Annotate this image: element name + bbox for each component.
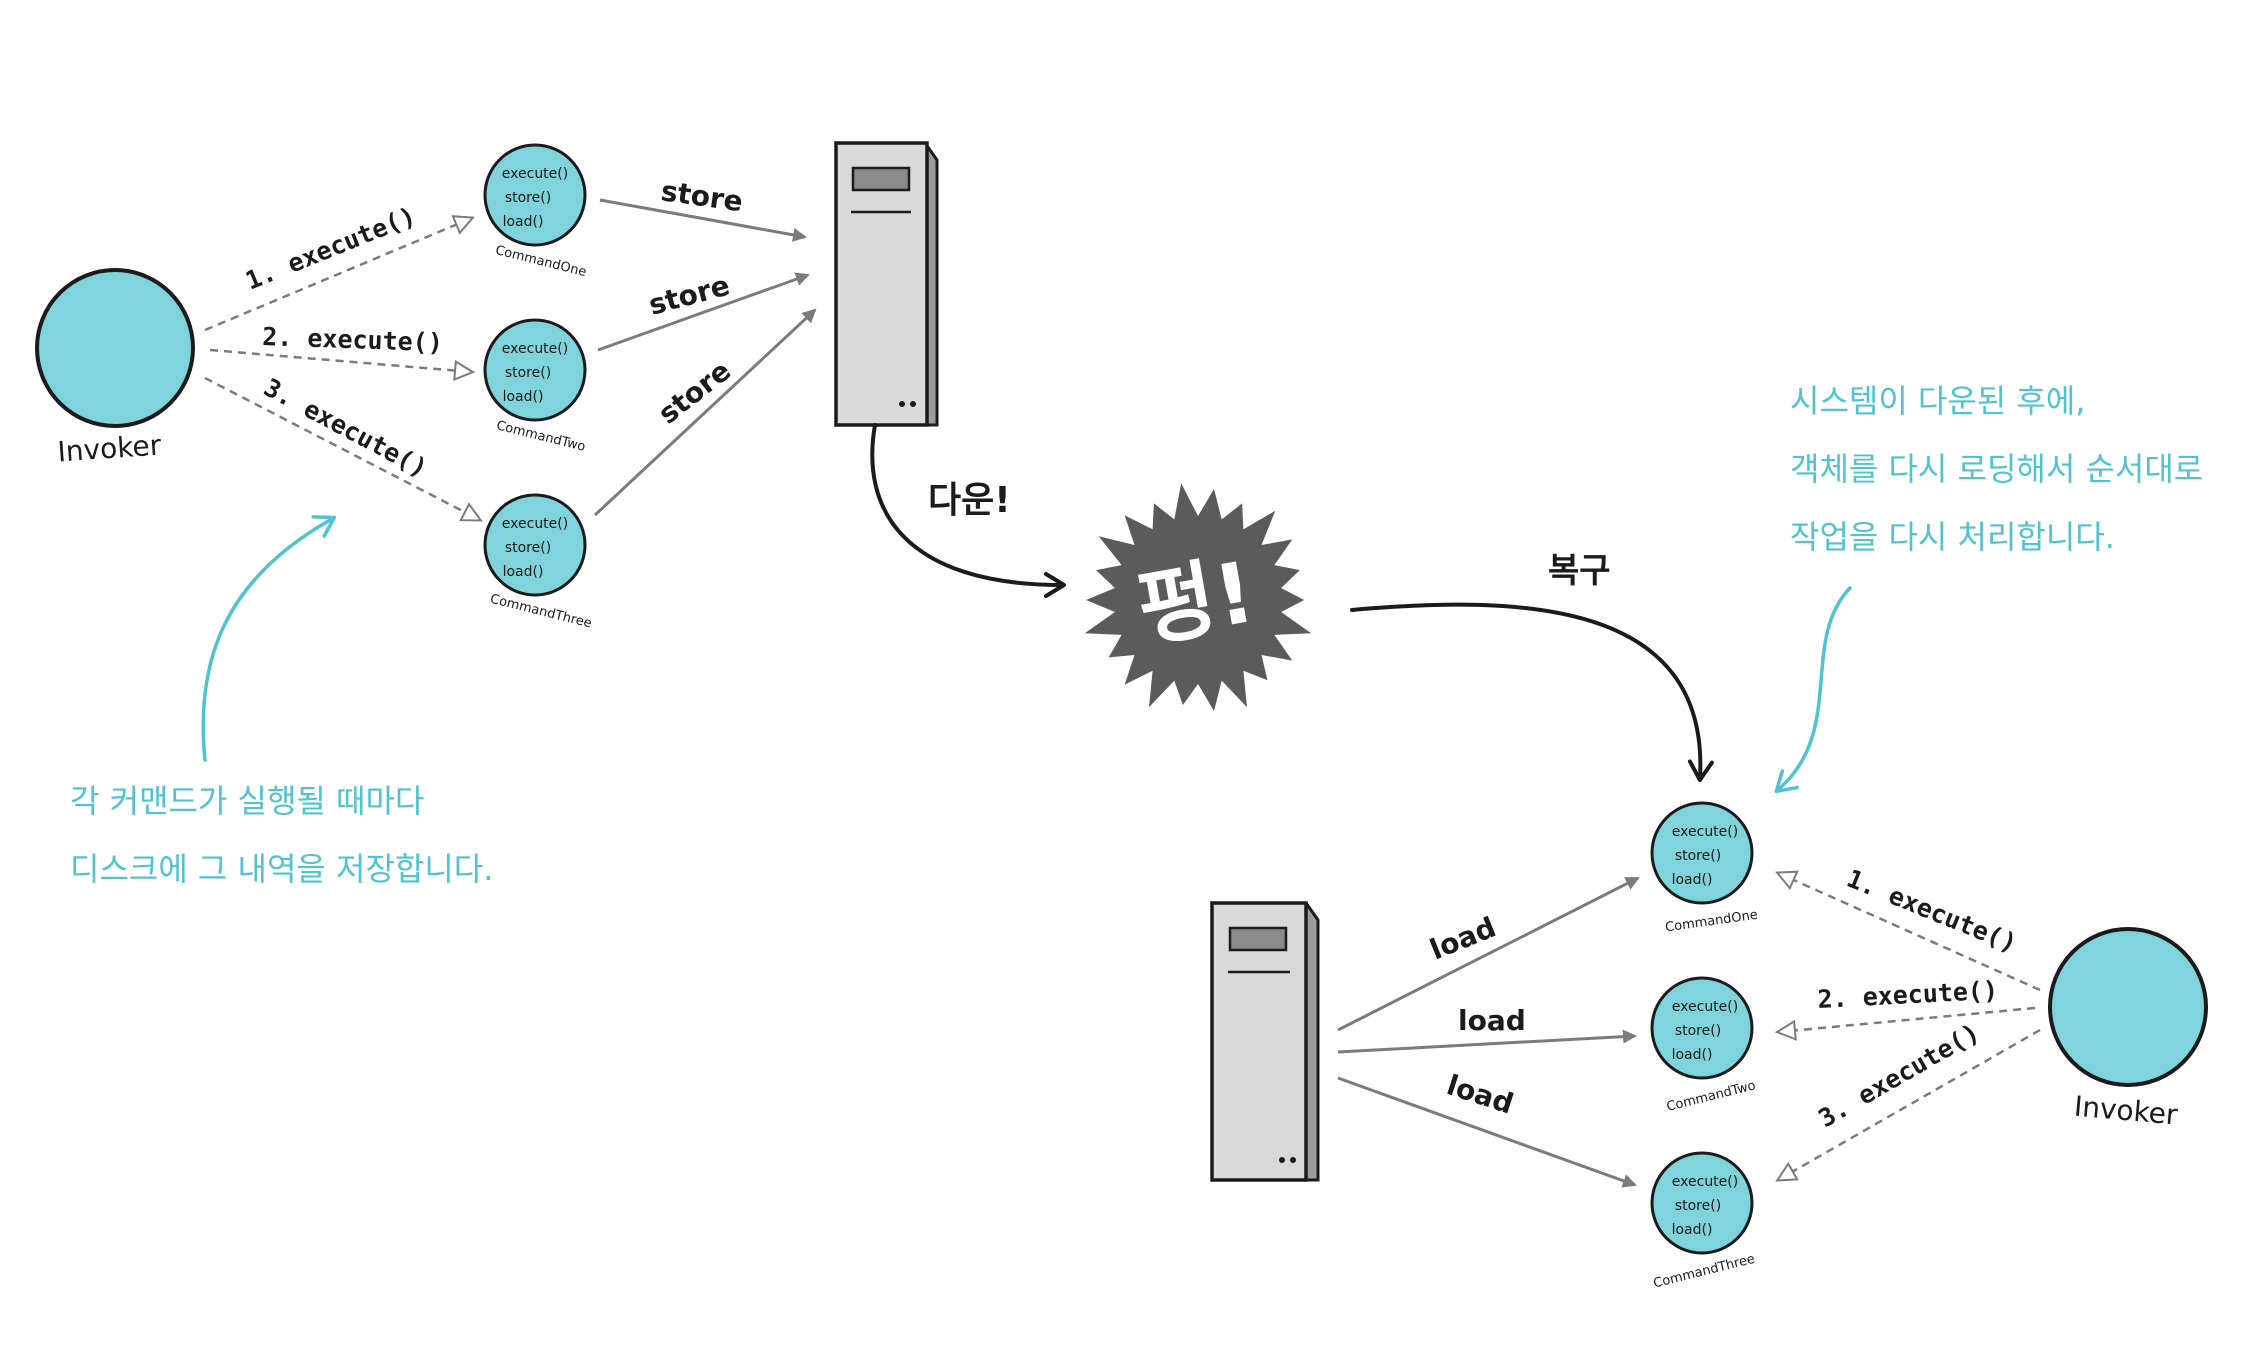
command-three-right-method-2: store() — [1675, 1198, 1721, 1214]
store-label-2: store — [645, 269, 733, 322]
server-right-body — [1210, 901, 1308, 1182]
command-three-left-method-1: execute() — [502, 516, 568, 532]
command-two-left-method-2: store() — [505, 365, 551, 381]
command-three-right-circle — [1650, 1151, 1754, 1255]
command-one-left-circle — [483, 143, 587, 247]
execute-call-3-left: 3. execute() — [259, 373, 432, 483]
load-arrow-1 — [1337, 876, 1640, 1032]
command-two-left-circle — [483, 318, 587, 422]
down-arrow — [870, 423, 1066, 598]
command-three-right-method-1: execute() — [1672, 1174, 1738, 1190]
command-one-right-method-3: load() — [1672, 872, 1713, 888]
execute-call-3-right: 3. execute() — [1814, 1018, 1985, 1133]
command-one-right: execute() store() load() CommandOne — [1650, 801, 1759, 936]
command-two-right-circle — [1650, 976, 1754, 1080]
invoker-right-circle — [2048, 927, 2208, 1087]
command-two-right-method-3: load() — [1672, 1047, 1713, 1063]
note-left-line-1: 각 커맨드가 실행될 때마다 — [70, 782, 424, 820]
server-right-drive — [1228, 926, 1288, 952]
note-right-line-2: 객체를 다시 로딩해서 순서대로 — [1790, 450, 2203, 488]
command-three-left-circle — [483, 493, 587, 597]
invoker-left-circle — [35, 268, 195, 428]
server-right — [1210, 901, 1320, 1182]
command-one-left: execute() store() load() CommandOne — [483, 143, 588, 280]
load-arrow-3 — [1337, 1076, 1637, 1188]
execute-arrow-1-left — [204, 218, 472, 332]
execute-arrow-2-right — [1778, 1006, 2036, 1032]
store-arrow-3 — [593, 308, 817, 517]
command-three-left-method-3: load() — [503, 564, 544, 580]
command-two-left-method-3: load() — [503, 389, 544, 405]
execute-call-1-left: 1. execute() — [241, 201, 419, 296]
invoker-right-label: Invoker — [2073, 1090, 2180, 1132]
command-one-right-method-1: execute() — [1672, 824, 1738, 840]
crash-burst-shape — [1084, 483, 1312, 711]
execute-call-1-right: 1. execute() — [1843, 864, 2021, 959]
command-one-left-method-1: execute() — [502, 166, 568, 182]
load-label-2: load — [1458, 1004, 1526, 1037]
invoker-right: Invoker — [2048, 927, 2208, 1132]
down-label: 다운! — [928, 480, 1011, 521]
command-one-left-name: CommandOne — [494, 243, 588, 280]
command-one-right-circle — [1650, 801, 1754, 905]
command-two-left-name: CommandTwo — [495, 418, 587, 455]
store-arrow-2 — [597, 272, 810, 352]
store-arrow-1 — [599, 198, 807, 242]
command-two-right: execute() store() load() CommandTwo — [1650, 976, 1757, 1115]
command-one-right-method-2: store() — [1675, 848, 1721, 864]
note-left-arrow — [201, 515, 337, 762]
store-label-3: store — [652, 354, 737, 431]
load-arrow-2 — [1337, 1029, 1637, 1054]
crash-burst-text: 펑! — [1131, 543, 1262, 660]
recover-label: 복구 — [1548, 551, 1611, 591]
load-label-1: load — [1425, 911, 1500, 967]
invoker-left: Invoker — [35, 268, 195, 469]
execute-call-2-left: 2. execute() — [262, 322, 444, 357]
command-three-right: execute() store() load() CommandThree — [1650, 1151, 1757, 1292]
command-three-right-name: CommandThree — [1652, 1252, 1757, 1292]
command-one-left-method-3: load() — [503, 214, 544, 230]
command-two-left: execute() store() load() CommandTwo — [483, 318, 587, 455]
invoker-left-label: Invoker — [56, 428, 162, 468]
command-three-left-method-2: store() — [505, 540, 551, 556]
note-right-arrow — [1774, 586, 1852, 794]
command-two-left-method-1: execute() — [502, 341, 568, 357]
command-one-left-method-2: store() — [505, 190, 551, 206]
command-three-left-name: CommandThree — [489, 592, 594, 632]
note-left-line-2: 디스크에 그 내역을 저장합니다. — [70, 850, 493, 888]
execute-arrow-1-right — [1778, 873, 2041, 992]
execute-arrow-2-left — [209, 348, 472, 372]
server-left — [834, 141, 939, 427]
execute-arrow-3-left — [204, 376, 480, 520]
command-one-right-name: CommandOne — [1664, 908, 1758, 936]
command-two-right-name: CommandTwo — [1665, 1078, 1757, 1115]
note-right-line-1: 시스템이 다운된 후에, — [1790, 382, 2085, 420]
command-two-right-method-2: store() — [1675, 1023, 1721, 1039]
command-two-right-method-1: execute() — [1672, 999, 1738, 1015]
command-three-left: execute() store() load() CommandThree — [483, 493, 594, 632]
load-label-3: load — [1443, 1068, 1518, 1120]
recover-arrow — [1350, 602, 1714, 782]
crash-burst: 펑! — [1084, 483, 1312, 711]
note-right-line-3: 작업을 다시 처리합니다. — [1790, 518, 2115, 556]
execute-call-2-right: 2. execute() — [1817, 976, 1999, 1014]
server-left-drive — [851, 166, 911, 192]
command-three-right-method-3: load() — [1672, 1222, 1713, 1238]
